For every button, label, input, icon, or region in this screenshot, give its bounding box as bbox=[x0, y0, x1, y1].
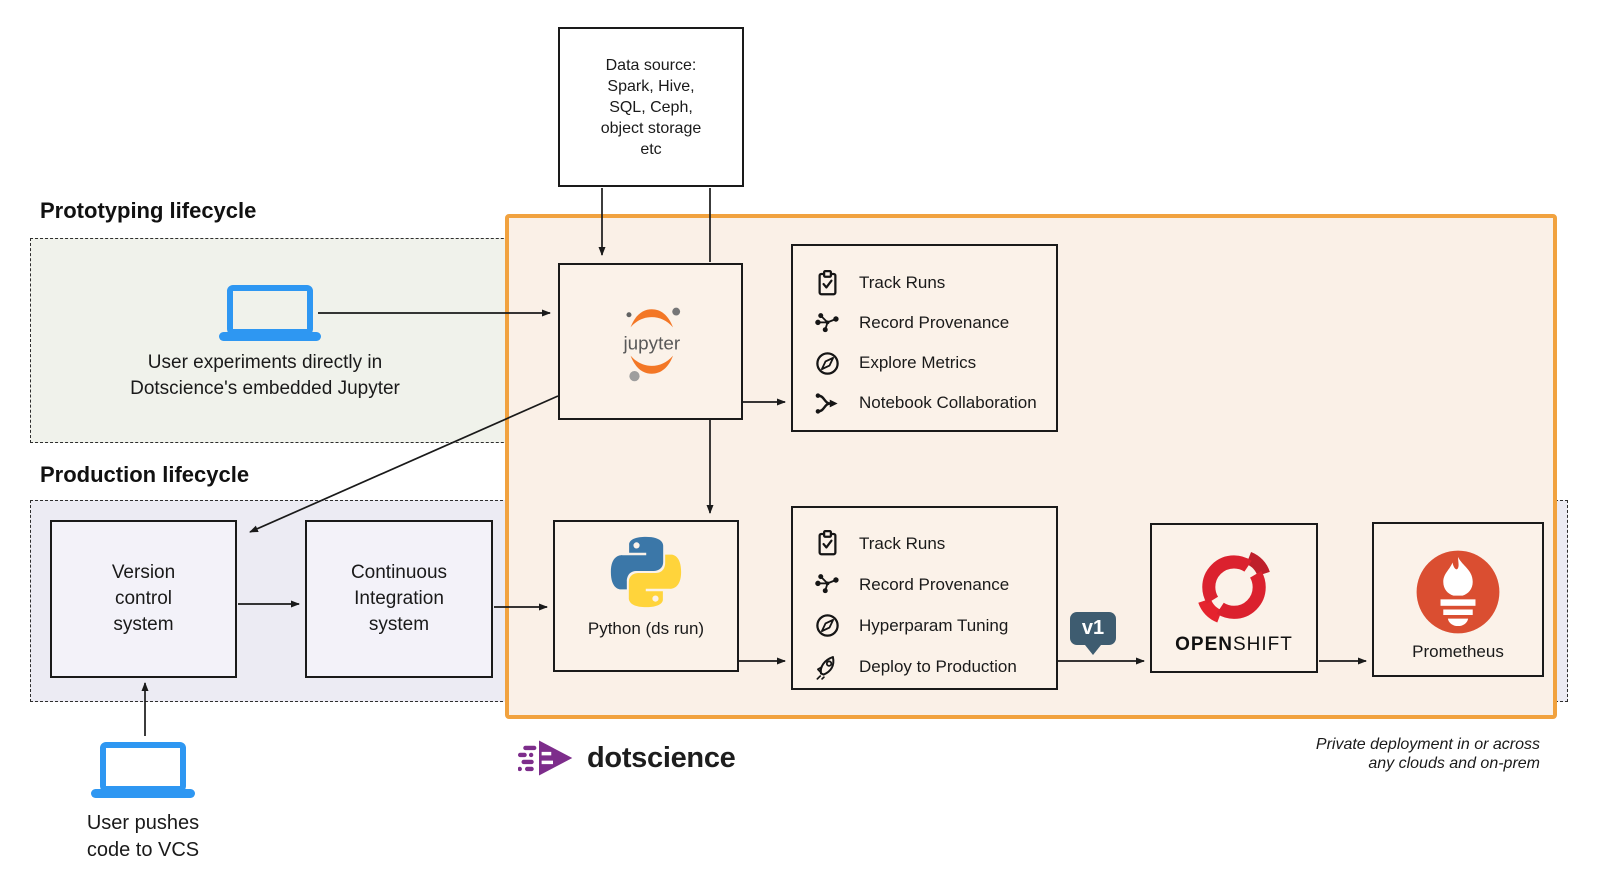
feature-row: Track Runs bbox=[793, 263, 1056, 303]
version-control-box: Version control system bbox=[50, 520, 237, 678]
feature-label: Record Provenance bbox=[859, 313, 1010, 332]
jupyter-feature-list: Track Runs Record Provenance Explore Met… bbox=[791, 244, 1058, 432]
openshift-box: OPENSHIFT bbox=[1150, 523, 1318, 673]
push-code-caption: User pushes code to VCS bbox=[86, 812, 200, 861]
feature-row: Track Runs bbox=[793, 523, 1056, 564]
feature-label: Track Runs bbox=[859, 533, 946, 553]
provenance-graph-icon bbox=[814, 310, 841, 337]
feature-label: Track Runs bbox=[859, 273, 946, 292]
feature-row: Deploy to Production bbox=[793, 646, 1056, 687]
dotscience-logo: dotscience bbox=[518, 738, 736, 778]
deployment-note: Private deployment in or across any clou… bbox=[1315, 736, 1540, 772]
feature-row: Record Provenance bbox=[793, 303, 1056, 343]
feature-label: Record Provenance bbox=[859, 574, 1010, 594]
feature-label: Deploy to Production bbox=[859, 656, 1017, 676]
data-source-box: Data source: Spark, Hive, SQL, Ceph, obj… bbox=[558, 27, 744, 187]
prototyping-caption: User experiments directly in Dotscience'… bbox=[130, 352, 400, 399]
data-source-label: Data source: Spark, Hive, SQL, Ceph, obj… bbox=[600, 56, 702, 158]
python-label: Python (ds run) bbox=[587, 619, 705, 638]
openshift-logo-icon bbox=[1196, 549, 1272, 625]
dotscience-wordmark: dotscience bbox=[587, 741, 736, 774]
prometheus-logo-icon bbox=[1416, 550, 1500, 634]
python-feature-list: Track Runs Record Provenance Hyperparam … bbox=[791, 506, 1058, 690]
compass-icon bbox=[814, 350, 841, 377]
prototyping-title: Prototyping lifecycle bbox=[40, 198, 257, 223]
feature-label: Hyperparam Tuning bbox=[859, 615, 1009, 635]
version-badge: v1 bbox=[1070, 612, 1116, 655]
prometheus-box: Prometheus bbox=[1372, 522, 1544, 677]
laptop-base-icon bbox=[91, 789, 195, 798]
merge-arrows-icon bbox=[814, 390, 841, 417]
jupyter-box: jupyter bbox=[558, 263, 743, 420]
jupyter-logo-icon: jupyter bbox=[622, 307, 680, 382]
clipboard-check-icon bbox=[814, 270, 841, 297]
python-logo-icon bbox=[610, 536, 682, 608]
compass-icon bbox=[814, 612, 841, 639]
rocket-icon bbox=[814, 653, 841, 680]
jupyter-wordmark: jupyter bbox=[622, 333, 680, 354]
dotscience-arrow-icon bbox=[518, 740, 573, 776]
openshift-wordmark-light: SHIFT bbox=[1232, 634, 1293, 655]
feature-label: Notebook Collaboration bbox=[859, 393, 1037, 412]
feature-row: Record Provenance bbox=[793, 564, 1056, 605]
laptop-icon bbox=[227, 285, 313, 335]
provenance-graph-icon bbox=[814, 571, 841, 598]
feature-label: Explore Metrics bbox=[859, 353, 977, 372]
feature-row: Explore Metrics bbox=[793, 343, 1056, 383]
production-title: Production lifecycle bbox=[40, 462, 250, 487]
continuous-integration-box: Continuous Integration system bbox=[305, 520, 493, 678]
feature-row: Hyperparam Tuning bbox=[793, 605, 1056, 646]
openshift-wordmark-bold: OPEN bbox=[1175, 634, 1233, 655]
continuous-integration-label: Continuous Integration system bbox=[350, 562, 448, 635]
feature-row: Notebook Collaboration bbox=[793, 383, 1056, 423]
clipboard-check-icon bbox=[814, 530, 841, 557]
openshift-wordmark: OPENSHIFT bbox=[1175, 634, 1293, 656]
prometheus-label: Prometheus bbox=[1412, 642, 1504, 661]
laptop-icon bbox=[100, 742, 186, 792]
python-box: Python (ds run) bbox=[553, 520, 739, 672]
laptop-base-icon bbox=[219, 332, 321, 341]
version-control-label: Version control system bbox=[111, 562, 176, 635]
